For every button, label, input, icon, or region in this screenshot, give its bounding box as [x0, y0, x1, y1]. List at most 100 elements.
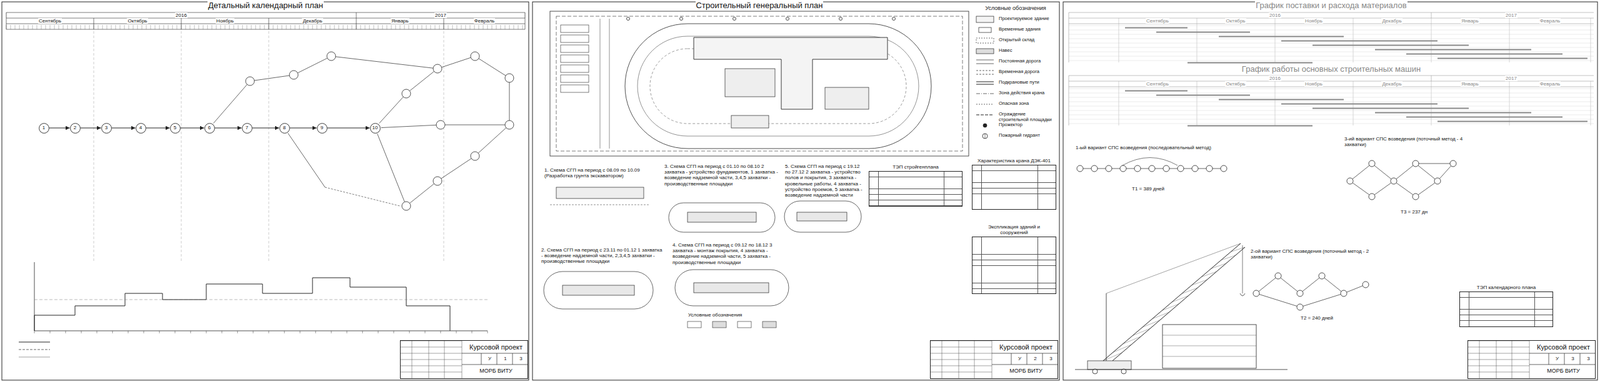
drawing-line	[404, 25, 405, 30]
drawing-line	[1374, 183, 1392, 195]
event-circle	[626, 17, 630, 21]
drawing-line	[120, 25, 121, 30]
drawing-line	[253, 331, 254, 334]
grid-line	[1468, 341, 1530, 342]
drawing-line	[176, 25, 178, 30]
drawing-line	[338, 25, 340, 30]
drawing-line	[1068, 101, 1594, 103]
drawing-line	[93, 18, 95, 30]
legend-entry: Зона действия крана	[998, 90, 1057, 97]
drawing-line	[18, 357, 50, 359]
drawing-line	[1221, 255, 1236, 261]
event-circle	[1362, 281, 1369, 289]
drawing-line	[379, 96, 404, 124]
drawing-line	[1169, 168, 1178, 170]
event-circle: 5	[170, 123, 181, 134]
drawing-line	[28, 25, 29, 30]
drawing-line	[268, 18, 270, 30]
text-label: Октябрь	[1225, 81, 1246, 87]
event-number: 5	[173, 125, 177, 131]
drawing-line	[137, 25, 139, 30]
grid-line	[1468, 366, 1530, 367]
drawing-line	[1258, 278, 1276, 292]
drawing-line	[426, 25, 427, 30]
drawing-line	[65, 331, 67, 334]
text-label: Т1 = 389 дней	[1131, 186, 1165, 192]
drawing-line	[159, 25, 160, 30]
event-circle: 10	[370, 123, 381, 134]
drawing-line	[1590, 81, 1592, 126]
drawing-line	[1132, 328, 1150, 337]
drawing-line	[58, 25, 60, 30]
event-circle	[433, 64, 442, 74]
sheet-heading: График работы основных строительных маши…	[1241, 65, 1422, 75]
text-label: Февраль	[1539, 18, 1562, 24]
drawing-line	[1396, 165, 1414, 180]
grid-line	[1468, 360, 1530, 361]
grid-line	[930, 372, 992, 374]
event-circle	[1296, 304, 1304, 311]
drawing-line	[550, 205, 650, 206]
drawing-rect	[556, 187, 644, 199]
drawing-line	[393, 331, 395, 334]
drawing-line	[1103, 353, 1122, 362]
drawing-line	[1346, 286, 1364, 293]
event-circle	[1346, 178, 1354, 185]
event-circle	[1340, 290, 1347, 297]
text-label: Ноябрь	[1304, 81, 1324, 87]
grid-line	[512, 353, 514, 365]
drawing-rect	[1063, 1, 1598, 381]
drawing-line	[221, 331, 223, 334]
drawing-line	[220, 25, 222, 30]
drawing-line	[1140, 168, 1149, 170]
event-circle	[1120, 165, 1127, 172]
drawing-line	[382, 25, 384, 30]
activity-arrow	[252, 127, 280, 129]
drawing-line	[1122, 336, 1141, 345]
drawing-line	[976, 104, 994, 105]
drawing-line	[1418, 183, 1435, 195]
event-circle	[1296, 290, 1304, 297]
sheet-code: У	[481, 356, 498, 362]
drawing-line	[1406, 53, 1563, 55]
drawing-line	[1418, 163, 1450, 165]
drawing-line	[106, 25, 108, 30]
drawing-line	[471, 331, 473, 334]
text-label: 2016	[1268, 75, 1282, 82]
drawing-rect	[976, 16, 994, 23]
grid-line	[1529, 353, 1595, 355]
drawing-path	[1122, 158, 1178, 167]
event-circle: 6	[204, 123, 215, 134]
drawing-line	[1275, 18, 1276, 63]
text-label: Октябрь	[1225, 18, 1246, 24]
activity-arrow	[327, 127, 370, 129]
grid-line	[1564, 353, 1565, 365]
drawing-line	[347, 25, 349, 30]
drawing-rect	[532, 1, 1060, 381]
drawing-line	[1068, 30, 1594, 31]
drawing-line	[395, 25, 397, 30]
grid-line	[1479, 341, 1480, 379]
legend-entry: Временные здания	[998, 26, 1057, 33]
drawing-line	[609, 18, 610, 149]
event-circle	[1412, 193, 1419, 200]
drawing-line	[1187, 61, 1313, 64]
drawing-line	[54, 25, 55, 30]
drawing-line	[1156, 94, 1250, 96]
text-label: Ноябрь	[1304, 18, 1324, 24]
drawing-line	[408, 25, 410, 30]
drawing-line	[1590, 18, 1592, 63]
table-rows	[971, 236, 1057, 295]
legend-entry: Подкрановые пути	[998, 80, 1057, 86]
text-label: 2016	[175, 12, 188, 19]
drawing-line	[1068, 25, 1594, 27]
drawing-line	[190, 25, 191, 30]
event-circle	[1434, 178, 1441, 185]
drawing-line	[260, 25, 261, 30]
drawing-line	[308, 25, 309, 30]
drawing-line	[445, 125, 505, 126]
drawing-line	[190, 331, 192, 334]
event-circle	[1368, 193, 1375, 200]
activity-arrow	[49, 127, 70, 129]
